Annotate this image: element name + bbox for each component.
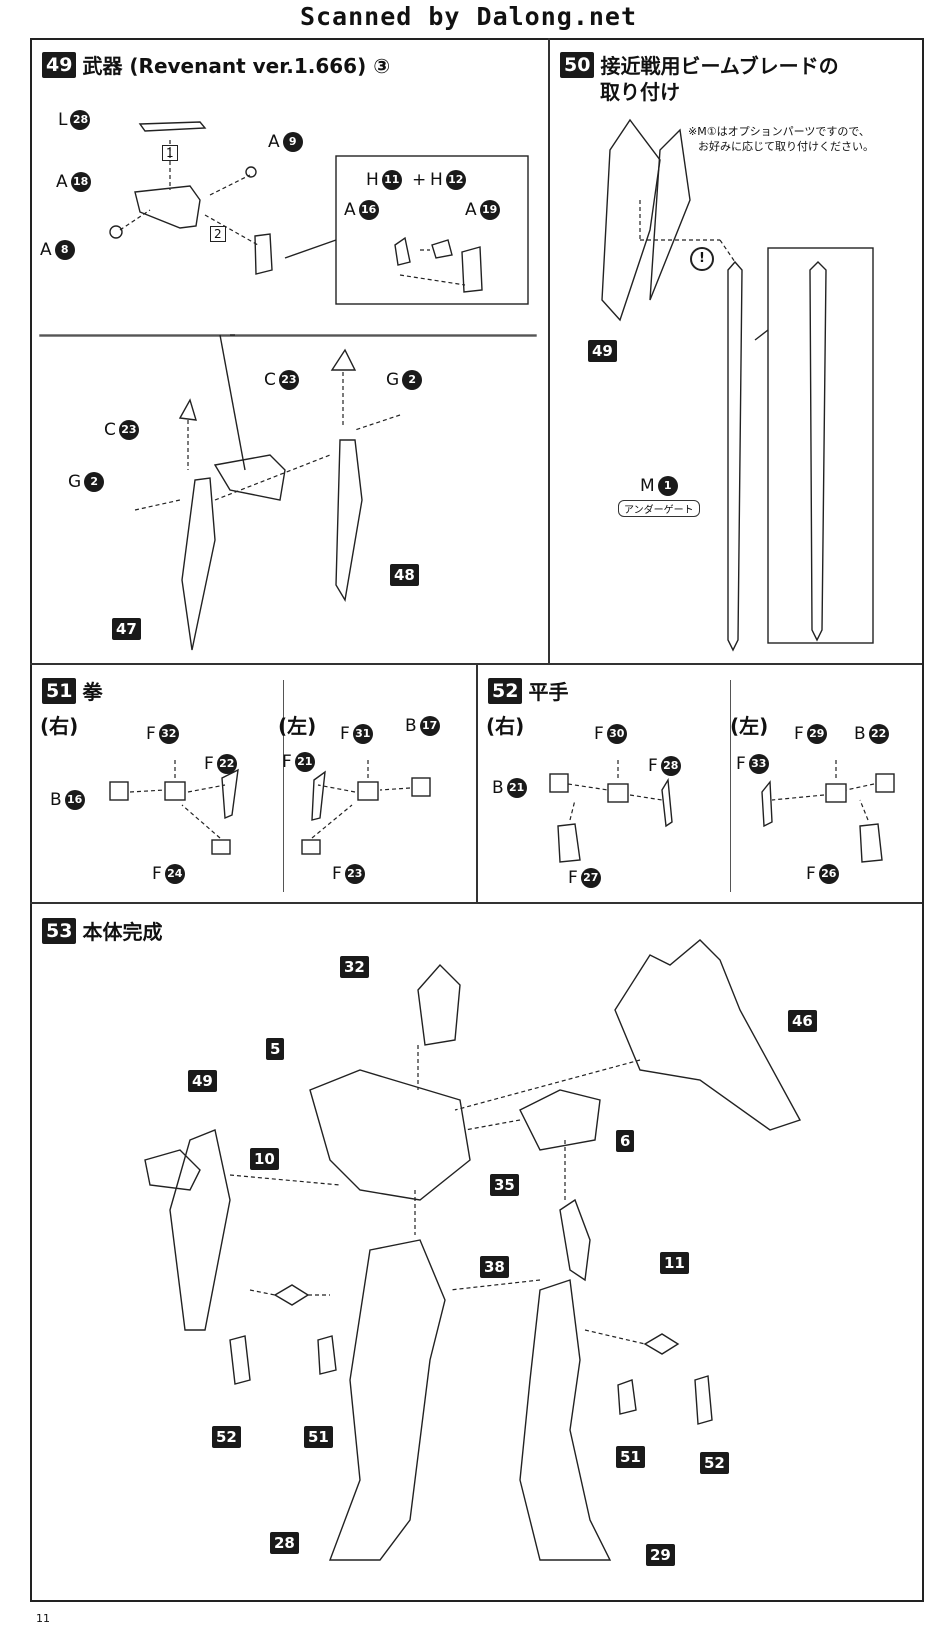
step-2-marker: 2 [210, 226, 226, 242]
section-49-number: 49 [42, 51, 77, 78]
step-1-marker: 1 [162, 145, 178, 161]
assembly-tag: 28 [270, 1532, 299, 1554]
section-50-number: 50 [560, 51, 595, 78]
assembly-tag: 52 [212, 1426, 241, 1448]
assembly-tag: 47 [112, 618, 141, 640]
under-gate-label: アンダーゲート [618, 500, 700, 517]
right-hand-label: (右) [40, 714, 79, 738]
assembly-tag: 51 [304, 1426, 333, 1448]
page-number: 11 [36, 1612, 50, 1625]
assembly-tag: 48 [390, 564, 419, 586]
assembly-tag: 5 [266, 1038, 285, 1060]
assembly-tag: 35 [490, 1174, 519, 1196]
section-49-title: 武器 (Revenant ver.1.666) ③ [82, 54, 391, 78]
assembly-tag: 38 [480, 1256, 509, 1278]
left-hand-label: (左) [730, 714, 769, 738]
caution-icon: ! [690, 247, 714, 271]
watermark: Scanned by Dalong.net [299, 2, 638, 31]
section-51-heading: 51 拳 [42, 676, 102, 705]
divider-51-52 [476, 663, 478, 903]
section-52-title: 平手 [528, 680, 569, 704]
page-frame [30, 38, 924, 1602]
section-50-heading: 50 接近戦用ビームブレードの [560, 50, 839, 79]
assembly-tag: 32 [340, 956, 369, 978]
section-50-title-line1: 接近戦用ビームブレードの [600, 54, 839, 78]
option-note: ※M①はオプションパーツですので、 お好みに応じて取り付けください。 [688, 125, 874, 153]
divider-52-lr [730, 680, 731, 892]
plus-sign: + [412, 170, 427, 190]
assembly-tag: 29 [646, 1544, 675, 1566]
section-52-heading: 52 平手 [488, 676, 568, 705]
assembly-tag: 51 [616, 1446, 645, 1468]
section-50-title-line2: 取り付け [600, 80, 680, 104]
section-53-title: 本体完成 [82, 920, 163, 944]
section-52-number: 52 [488, 677, 523, 704]
left-hand-label: (左) [278, 714, 317, 738]
right-hand-label: (右) [486, 714, 525, 738]
assembly-tag: 49 [188, 1070, 217, 1092]
divider-row2 [30, 902, 922, 904]
assembly-tag: 11 [660, 1252, 689, 1274]
section-53-number: 53 [42, 917, 77, 944]
assembly-tag: 6 [616, 1130, 635, 1152]
section-51-title: 拳 [82, 680, 103, 704]
divider-51-lr [283, 680, 284, 892]
section-53-heading: 53 本体完成 [42, 916, 162, 945]
section-49-heading: 49 武器 (Revenant ver.1.666) ③ [42, 50, 390, 79]
assembly-tag: 52 [700, 1452, 729, 1474]
assembly-tag: 10 [250, 1148, 279, 1170]
assembly-tag: 49 [588, 340, 617, 362]
divider-49-50 [548, 38, 550, 664]
section-51-number: 51 [42, 677, 77, 704]
assembly-tag: 46 [788, 1010, 817, 1032]
